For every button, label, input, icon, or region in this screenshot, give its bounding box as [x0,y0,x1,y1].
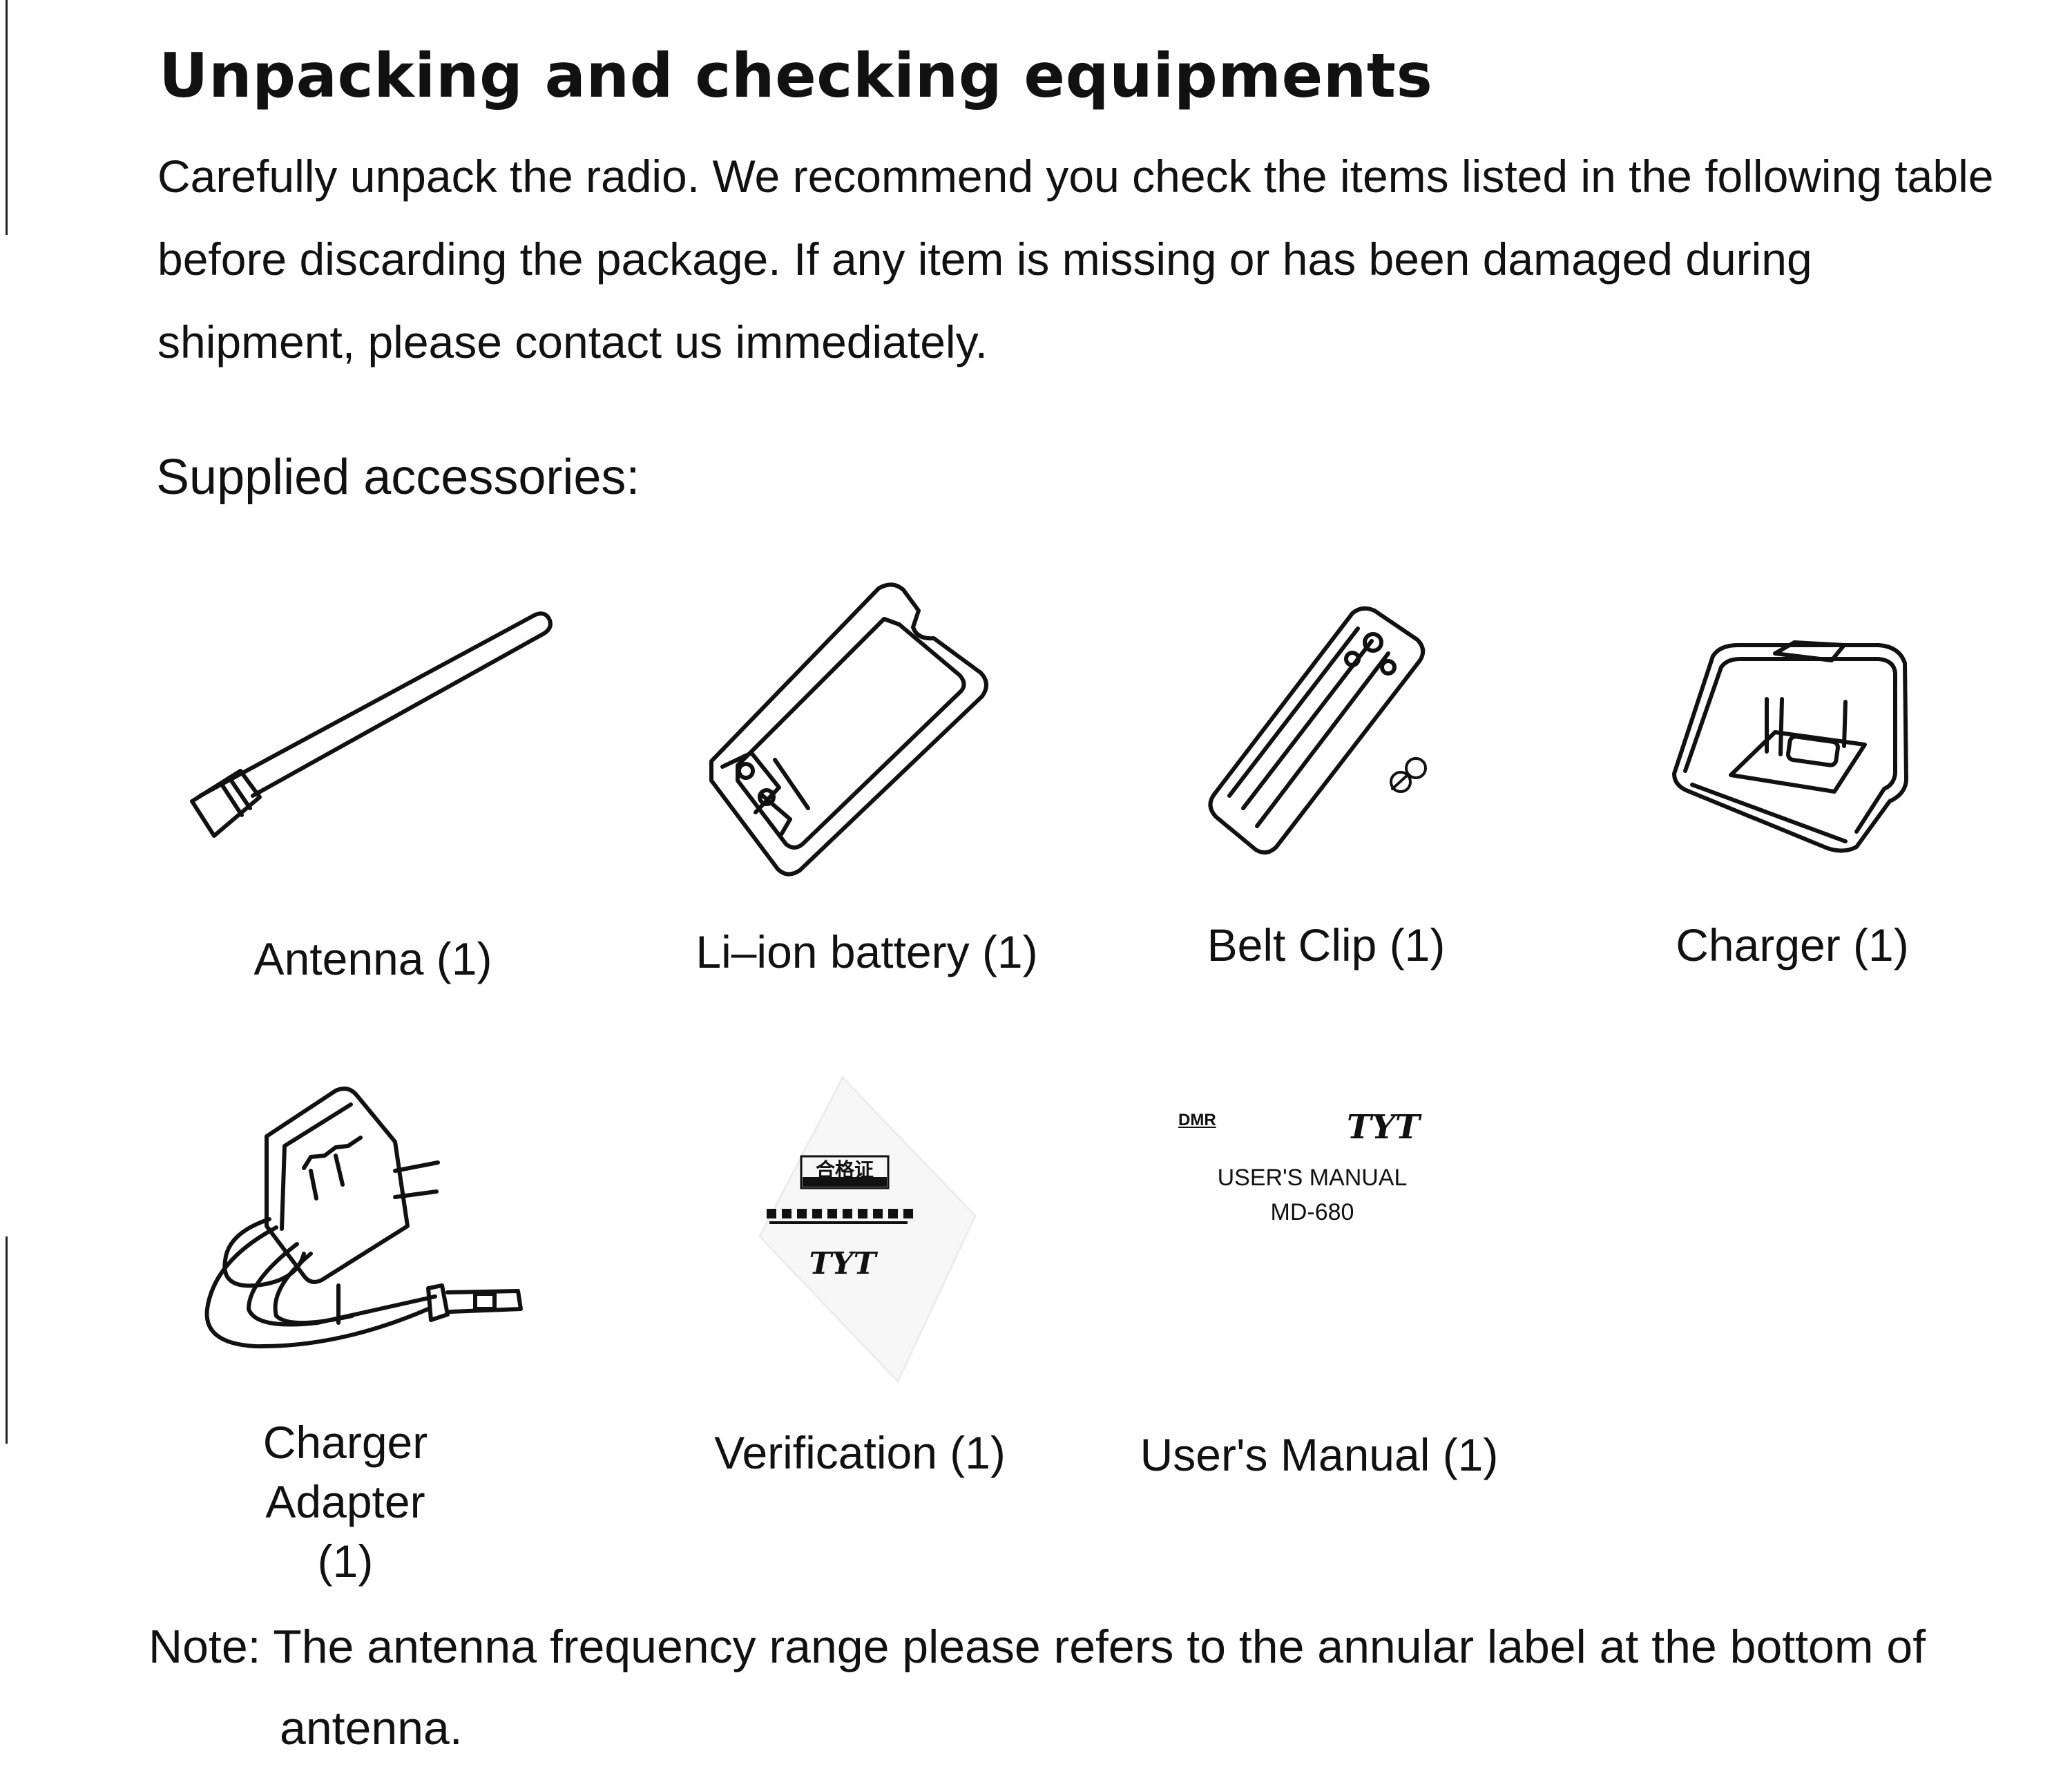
charger-icon [1672,640,1908,853]
accessory-battery: Li–ion battery (1) [696,580,1038,977]
accessory-label: Verification (1) [714,1427,1006,1478]
note-line-1: Note: The antenna frequency range please… [148,1620,1926,1673]
accessory-label: User's Manual (1) [1140,1429,1499,1480]
manual-dmr-badge: DMR [1178,1111,1216,1129]
note-paragraph: Note: The antenna frequency range please… [148,1606,2013,1769]
manual-title: USER'S MANUAL [1217,1165,1408,1191]
verification-card-icon [758,1075,977,1384]
accessory-antenna: Antenna (1) [186,601,559,984]
accessory-label: Charger Adapter (1) [262,1417,428,1587]
belt-clip-icon [1208,606,1427,855]
battery-icon [709,582,988,877]
manual-brand-logo: TYT [1347,1108,1420,1147]
accessory-label: Belt Clip (1) [1207,919,1446,970]
intro-paragraph: Carefully unpack the radio. We recommend… [157,151,1994,367]
accessory-label: Li–ion battery (1) [696,926,1038,977]
note-line-2: antenna. [280,1702,463,1754]
page-margin-line-top [6,0,8,235]
manual-model: MD-680 [1270,1199,1354,1225]
accessories-heading: Supplied accessories: [156,450,640,505]
accessory-label: Antenna (1) [253,933,492,984]
accessory-charger-adapter: Charger Adapter (1) [200,1081,532,1587]
page-title: Unpacking and checking equipments [159,40,1433,111]
verification-stamp-text: 合格证 [815,1158,874,1181]
page-margin-line-bottom [6,1236,8,1444]
antenna-icon [190,611,553,838]
accessory-verification: 合格证 TYT Verification (1) [714,1075,1006,1478]
verification-brand-logo: TYT [809,1246,876,1281]
accessory-label: Charger (1) [1676,919,1909,970]
charger-adapter-icon [204,1087,523,1349]
accessory-charger: Charger (1) [1671,635,1913,970]
accessory-manual: DMR TYT USER'S MANUAL MD-680 User's Manu… [1140,1091,1499,1480]
accessory-belt-clip: Belt Clip (1) [1202,601,1464,970]
